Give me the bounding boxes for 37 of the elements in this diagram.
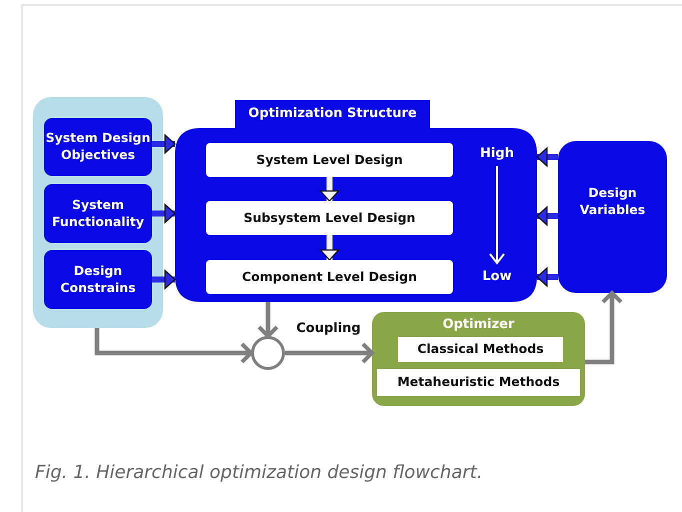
block-arrow xyxy=(320,235,340,261)
node-text: Design Constrains xyxy=(59,262,137,296)
block-arrow xyxy=(152,270,176,290)
block-arrow xyxy=(536,267,558,287)
level-box xyxy=(206,260,453,294)
block-arrow xyxy=(536,206,558,226)
arrow xyxy=(94,328,253,364)
node-text: System Level Design xyxy=(256,152,403,168)
level-label: Low xyxy=(481,268,513,286)
level-label: High xyxy=(479,145,515,163)
block-arrow xyxy=(536,147,558,167)
node-text: Classical Methods xyxy=(417,341,544,358)
block-arrow xyxy=(320,177,340,202)
level-box xyxy=(206,143,453,177)
node-text: Metaheuristic Methods xyxy=(397,374,560,391)
node-text: Subsystem Level Design xyxy=(244,210,416,226)
block-arrow xyxy=(152,204,176,224)
figure-caption: Fig. 1. Hierarchical optimization design flowchart. xyxy=(35,462,483,483)
optimizer-panel xyxy=(372,312,585,406)
level-box xyxy=(377,369,580,396)
process-box xyxy=(44,184,152,243)
arrow xyxy=(585,291,623,364)
arrow xyxy=(285,342,374,364)
panel-heading: Optimizer xyxy=(442,316,516,334)
process-box xyxy=(44,118,152,176)
level-box xyxy=(398,337,563,362)
group-panel xyxy=(33,97,163,328)
block-arrow xyxy=(152,134,176,154)
node-text: Component Level Design xyxy=(242,268,418,286)
arrow xyxy=(257,302,279,338)
node-text: System Design Objectives xyxy=(44,130,152,164)
process-box xyxy=(44,250,152,309)
panel-heading: Optimization Structure xyxy=(247,105,418,123)
node-text: Design Variables xyxy=(578,185,646,219)
node-text: System Functionality xyxy=(51,196,145,230)
process-box xyxy=(558,141,667,293)
level-box xyxy=(206,201,453,235)
